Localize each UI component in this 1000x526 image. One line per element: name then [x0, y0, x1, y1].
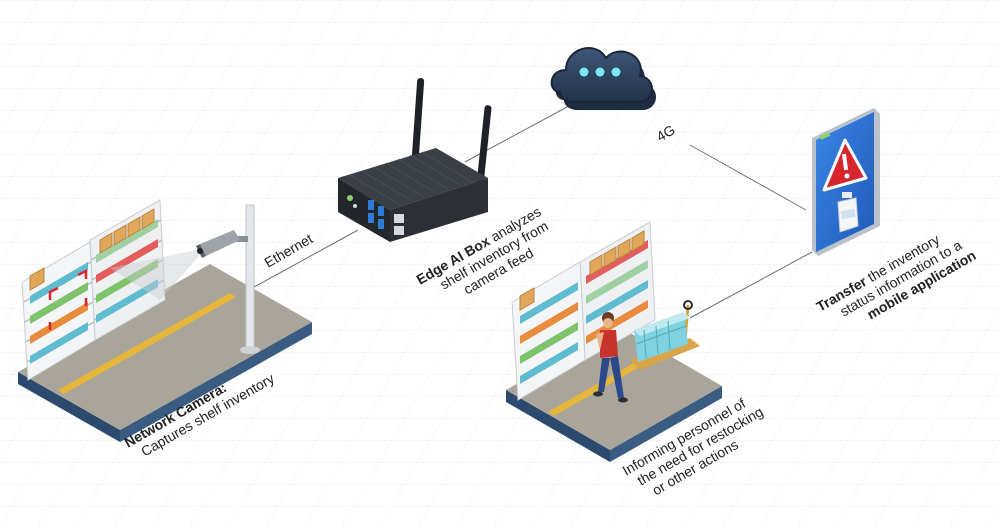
edge-ai-box	[338, 78, 492, 242]
cardboard-boxes	[519, 230, 645, 311]
floor-side-left	[506, 390, 610, 462]
box-ports	[347, 195, 404, 235]
shelf-products	[30, 219, 158, 364]
box-fins	[349, 151, 473, 206]
box-front-left	[338, 178, 390, 242]
milk-bottle-icon	[837, 192, 859, 233]
box-front-right	[390, 178, 488, 242]
store-worker	[593, 312, 628, 403]
camera-view-cone	[110, 248, 206, 300]
pallet-jack	[630, 300, 700, 370]
personnel-store-scene	[506, 221, 722, 462]
floor-side-right	[610, 386, 722, 462]
cloud-icon	[550, 47, 656, 110]
detection-brackets	[48, 268, 88, 330]
network-camera	[196, 230, 248, 258]
antenna-left	[410, 78, 425, 174]
camera-pole	[245, 204, 255, 351]
cardboard-boxes	[29, 208, 155, 291]
floor-side-left	[18, 372, 120, 442]
floor-top	[18, 264, 312, 430]
mobile-phone	[812, 108, 880, 256]
cloud-phone-line	[689, 144, 807, 211]
phone-personnel-line	[689, 251, 813, 319]
pole-base	[240, 346, 260, 354]
floor-side-right	[120, 322, 312, 442]
camera-store-scene	[18, 199, 312, 442]
floor-stripe	[58, 293, 236, 394]
